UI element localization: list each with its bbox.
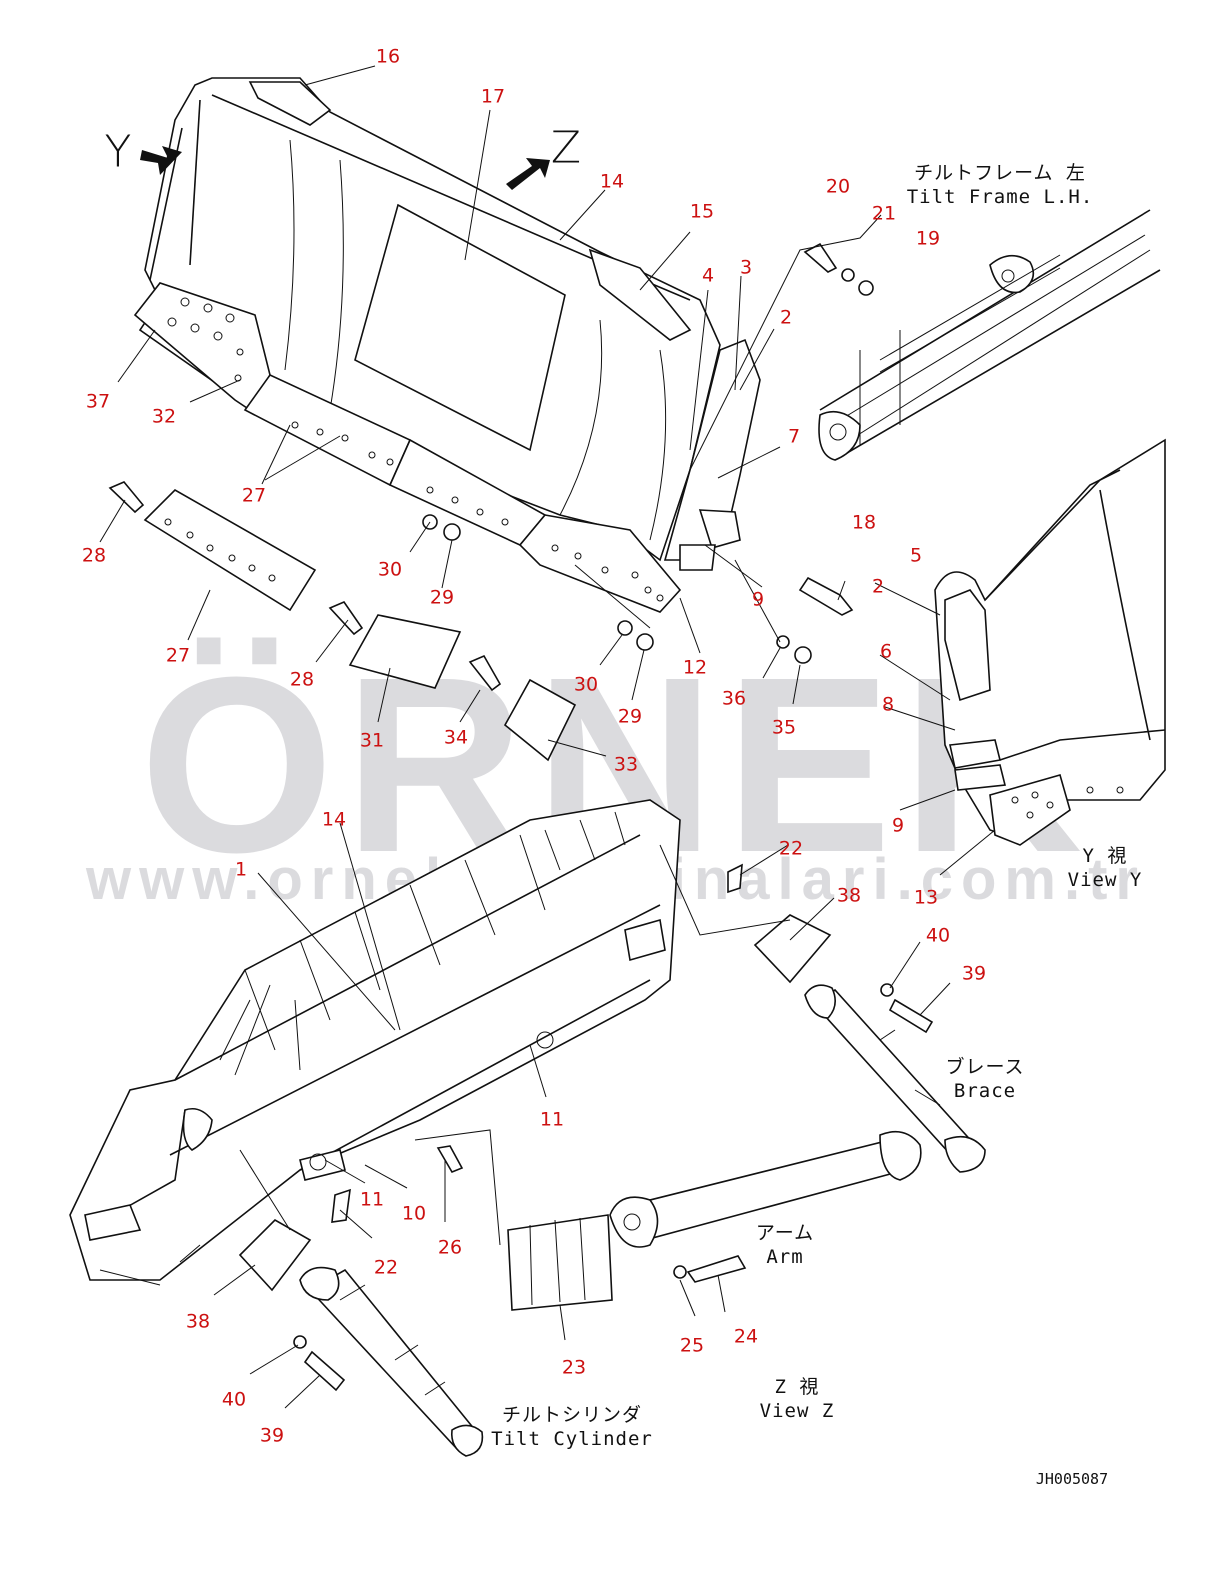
callout-30-upper: 30 xyxy=(377,558,403,581)
callout-21: 21 xyxy=(871,202,897,225)
caption-brace-en: Brace xyxy=(953,1080,1017,1102)
callout-27-upper: 27 xyxy=(241,484,267,507)
tilt-frame xyxy=(818,209,1161,461)
callout-38-upper: 38 xyxy=(836,884,862,907)
callout-27-lower: 27 xyxy=(165,644,191,667)
callout-40-upper: 40 xyxy=(925,924,951,947)
callout-19: 19 xyxy=(915,227,941,250)
callout-14-upper: 14 xyxy=(599,170,625,193)
callout-10: 10 xyxy=(401,1202,427,1225)
callout-37: 37 xyxy=(85,390,111,413)
callout-22-upper: 22 xyxy=(778,837,804,860)
callout-36: 36 xyxy=(721,687,747,710)
callout-18: 18 xyxy=(851,511,877,534)
callout-8: 8 xyxy=(881,693,895,716)
callout-2-upper: 2 xyxy=(779,306,793,329)
view-z-marker: Z xyxy=(550,122,582,174)
y-arrow xyxy=(140,146,182,175)
callout-17: 17 xyxy=(480,85,506,108)
callout-40-lower: 40 xyxy=(221,1388,247,1411)
caption-tilt-frame-jp: チルトフレーム 左 xyxy=(914,162,1086,184)
blade-view-y xyxy=(934,438,1166,846)
callout-39-lower: 39 xyxy=(259,1424,285,1447)
callout-31: 31 xyxy=(359,729,385,752)
callout-32: 32 xyxy=(151,405,177,428)
callout-30-lower: 30 xyxy=(573,673,599,696)
blade-lower xyxy=(69,799,681,1286)
callout-16: 16 xyxy=(375,45,401,68)
callout-6: 6 xyxy=(879,640,893,663)
callout-15: 15 xyxy=(689,200,715,223)
caption-view-y-en: View Y xyxy=(1067,869,1143,891)
callout-1: 1 xyxy=(234,858,248,881)
callout-34: 34 xyxy=(443,726,469,749)
callout-24: 24 xyxy=(733,1325,759,1348)
hardware xyxy=(108,242,934,1392)
callout-9-upper: 9 xyxy=(751,588,765,611)
view-y-marker: Y xyxy=(104,126,132,178)
callout-35: 35 xyxy=(771,716,797,739)
callout-22-lower: 22 xyxy=(373,1256,399,1279)
callout-29-upper: 29 xyxy=(429,586,455,609)
callout-28-upper: 28 xyxy=(81,544,107,567)
caption-arm-en: Arm xyxy=(766,1246,804,1268)
callout-39-upper: 39 xyxy=(961,962,987,985)
caption-view-z-en: View Z xyxy=(759,1400,835,1422)
callout-33: 33 xyxy=(613,753,639,776)
caption-tilt-cylinder-jp: チルトシリンダ xyxy=(501,1404,643,1426)
caption-arm-jp: アーム xyxy=(755,1222,815,1244)
callout-11-left: 11 xyxy=(359,1188,385,1211)
callout-13: 13 xyxy=(913,886,939,909)
tilt-cylinder xyxy=(299,1266,484,1457)
caption-view-y-jp: Y 視 xyxy=(1082,845,1128,867)
leader-lines xyxy=(99,65,996,1409)
callout-4: 4 xyxy=(701,264,715,287)
brace-assembly xyxy=(804,984,986,1173)
callout-25: 25 xyxy=(679,1334,705,1357)
arm-assembly xyxy=(609,1130,922,1248)
callout-7: 7 xyxy=(787,425,801,448)
callout-26: 26 xyxy=(437,1236,463,1259)
callout-28-middle: 28 xyxy=(289,668,315,691)
blade-upper xyxy=(133,77,761,613)
callout-11-right: 11 xyxy=(539,1108,565,1131)
callout-5: 5 xyxy=(909,544,923,567)
callout-12: 12 xyxy=(682,656,708,679)
callout-2-lower: 2 xyxy=(871,575,885,598)
z-arrow xyxy=(506,158,550,190)
drawing-code: JH005087 xyxy=(1035,1470,1109,1488)
callout-14-lower: 14 xyxy=(321,808,347,831)
callout-9-lower: 9 xyxy=(891,814,905,837)
callout-38-lower: 38 xyxy=(185,1310,211,1333)
callout-3: 3 xyxy=(739,256,753,279)
caption-view-z-jp: Z 視 xyxy=(774,1376,820,1398)
callout-20: 20 xyxy=(825,175,851,198)
callout-23: 23 xyxy=(561,1356,587,1379)
caption-tilt-cylinder-en: Tilt Cylinder xyxy=(491,1428,653,1450)
caption-tilt-frame-en: Tilt Frame L.H. xyxy=(906,186,1094,208)
caption-brace-jp: ブレース xyxy=(945,1056,1025,1078)
callout-29-lower: 29 xyxy=(617,705,643,728)
